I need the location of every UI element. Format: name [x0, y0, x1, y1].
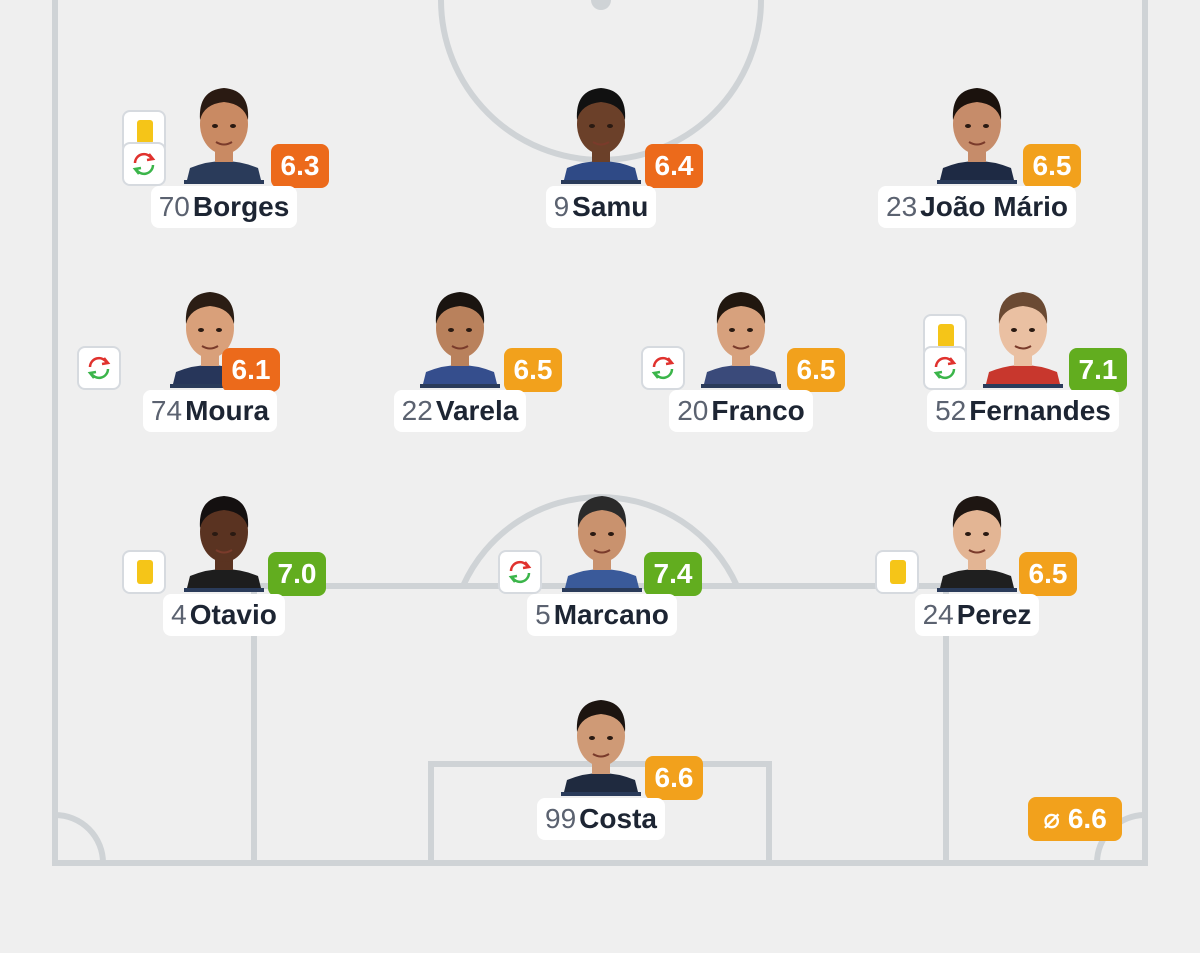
player-photo: [184, 484, 264, 592]
player-number: 74: [150, 395, 183, 426]
player-rating-badge: 6.4: [645, 144, 703, 188]
player-name: Marcano: [553, 599, 669, 630]
player-rating-badge: 7.0: [268, 552, 326, 596]
player-name: Perez: [956, 599, 1032, 630]
player-rating-badge: 6.6: [645, 756, 703, 800]
player-number: 5: [535, 599, 551, 630]
player-name: Costa: [579, 803, 657, 834]
player-rating-badge: 6.5: [1019, 552, 1077, 596]
yellow-card-icon: [122, 550, 166, 594]
player-photo: [420, 280, 500, 388]
average-rating-badge: ⌀ 6.6: [1028, 797, 1122, 841]
player-photo: [701, 280, 781, 388]
player-number: 20: [677, 395, 709, 426]
center-spot: [591, 0, 611, 10]
player-photo: [562, 484, 642, 592]
player-rating-badge: 6.3: [271, 144, 329, 188]
player-rating-badge: 7.1: [1069, 348, 1127, 392]
player-rating-badge: 6.1: [222, 348, 280, 392]
player-number: 99: [545, 803, 577, 834]
average-rating-value: 6.6: [1067, 803, 1107, 834]
substitution-icon: [122, 142, 166, 186]
substitution-icon: [923, 346, 967, 390]
corner-arc-left: [54, 812, 106, 864]
player-photo: [983, 280, 1063, 388]
player-photo: [561, 76, 641, 184]
player-number: 24: [922, 599, 954, 630]
average-rating-symbol: ⌀: [1043, 803, 1061, 834]
player-photo: [184, 76, 264, 184]
player-number: 22: [401, 395, 433, 426]
player-name: João Mário: [920, 191, 1068, 222]
substitution-icon: [498, 550, 542, 594]
player-photo: [561, 688, 641, 796]
player-name: Franco: [711, 395, 805, 426]
player-number: 4: [171, 599, 187, 630]
yellow-card-icon: [875, 550, 919, 594]
player-number: 9: [553, 191, 570, 222]
player-number: 70: [158, 191, 190, 222]
player-photo: [937, 484, 1017, 592]
player-rating-badge: 6.5: [787, 348, 845, 392]
player-number: 23: [886, 191, 918, 222]
player-name: Moura: [185, 395, 270, 426]
substitution-icon: [77, 346, 121, 390]
player-rating-badge: 7.4: [644, 552, 702, 596]
player-rating-badge: 6.5: [1023, 144, 1081, 188]
player-name: Borges: [192, 191, 290, 222]
player-number: 52: [935, 395, 967, 426]
player-name: Otavio: [189, 599, 277, 630]
player-name: Varela: [435, 395, 519, 426]
player-rating-badge: 6.5: [504, 348, 562, 392]
player-name: Fernandes: [969, 395, 1111, 426]
player-photo: [937, 76, 1017, 184]
substitution-icon: [641, 346, 685, 390]
player-name: Samu: [572, 191, 649, 222]
